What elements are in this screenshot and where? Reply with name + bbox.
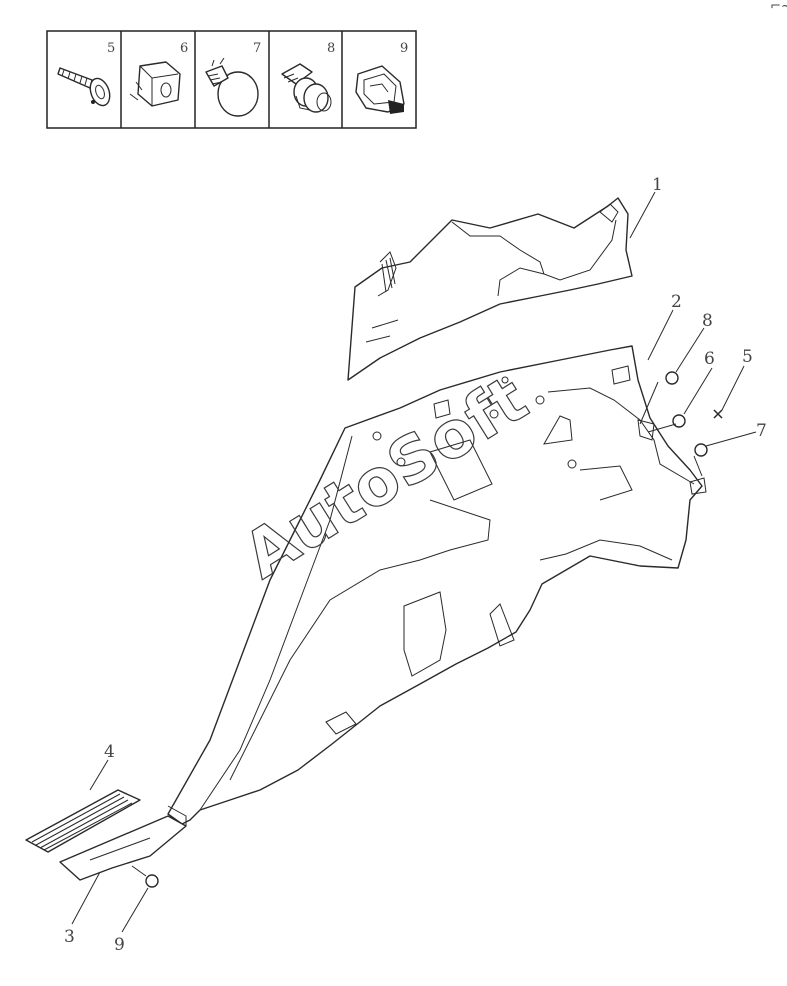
fastener-legend: 5 6 7 bbox=[46, 30, 417, 129]
clip-6-marker bbox=[672, 414, 686, 428]
callout-3: 3 bbox=[64, 927, 75, 947]
callout-8: 8 bbox=[702, 311, 713, 331]
legend-cell-5: 5 bbox=[57, 41, 115, 107]
fir-tree-clip-icon bbox=[281, 63, 332, 113]
callout-7: 7 bbox=[756, 421, 767, 441]
callout-labels: 1 2 8 6 5 7 4 3 9 bbox=[64, 175, 767, 955]
legend-number: 9 bbox=[400, 41, 408, 56]
legend-cell-6: 6 bbox=[129, 41, 188, 107]
push-rivet-icon bbox=[205, 57, 259, 117]
rivet-7-marker bbox=[694, 443, 708, 457]
legend-cell-7: 7 bbox=[205, 41, 261, 117]
leader-lines bbox=[71, 191, 757, 933]
clip-nut-icon bbox=[129, 61, 181, 107]
main-quarter-trim-panel bbox=[167, 345, 707, 825]
callout-4: 4 bbox=[104, 742, 115, 762]
clip-8-marker bbox=[665, 371, 679, 385]
sill-trim bbox=[59, 805, 187, 881]
screw-5-marker bbox=[713, 409, 723, 419]
callout-1: 1 bbox=[652, 175, 663, 195]
corner-mark: ⌐~ bbox=[770, 0, 787, 14]
legend-cell-9: 9 bbox=[355, 41, 408, 114]
legend-number: 6 bbox=[180, 41, 188, 56]
legend-cell-8: 8 bbox=[281, 41, 335, 113]
sill-plate bbox=[25, 789, 141, 853]
callout-markers bbox=[145, 371, 723, 888]
callout-2: 2 bbox=[671, 292, 682, 312]
callout-5: 5 bbox=[742, 347, 753, 367]
callout-9: 9 bbox=[114, 935, 125, 955]
clip-9-marker bbox=[145, 874, 159, 888]
legend-number: 8 bbox=[327, 41, 335, 56]
screw-washer-icon bbox=[57, 67, 111, 107]
upper-quarter-trim-panel bbox=[347, 197, 633, 381]
callout-6: 6 bbox=[704, 349, 715, 369]
legend-number: 7 bbox=[253, 41, 261, 56]
legend-number: 5 bbox=[107, 41, 115, 56]
edge-clip-icon bbox=[355, 65, 405, 114]
